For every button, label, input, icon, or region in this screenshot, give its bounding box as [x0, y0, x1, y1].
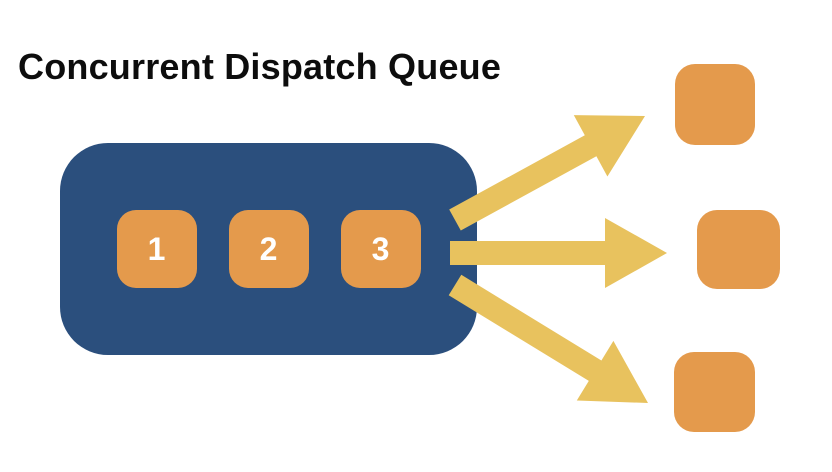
output-task-middle	[697, 210, 780, 289]
output-task-top	[675, 64, 755, 145]
queue-task-1: 1	[116, 210, 197, 288]
dispatch-queue-box: 1 2 3	[60, 143, 477, 355]
queue-task-3-label: 3	[371, 231, 390, 267]
queue-task-2: 2	[228, 210, 309, 288]
dispatch-arrow-bottom	[448, 274, 648, 403]
queue-task-3: 3	[340, 210, 421, 288]
output-task-bottom	[674, 352, 755, 432]
diagram-title: Concurrent Dispatch Queue	[18, 46, 502, 87]
dispatch-arrow-top	[449, 115, 645, 231]
dispatch-arrow-middle	[450, 218, 667, 288]
queue-task-2-label: 2	[259, 231, 278, 267]
queue-task-1-label: 1	[147, 231, 166, 267]
